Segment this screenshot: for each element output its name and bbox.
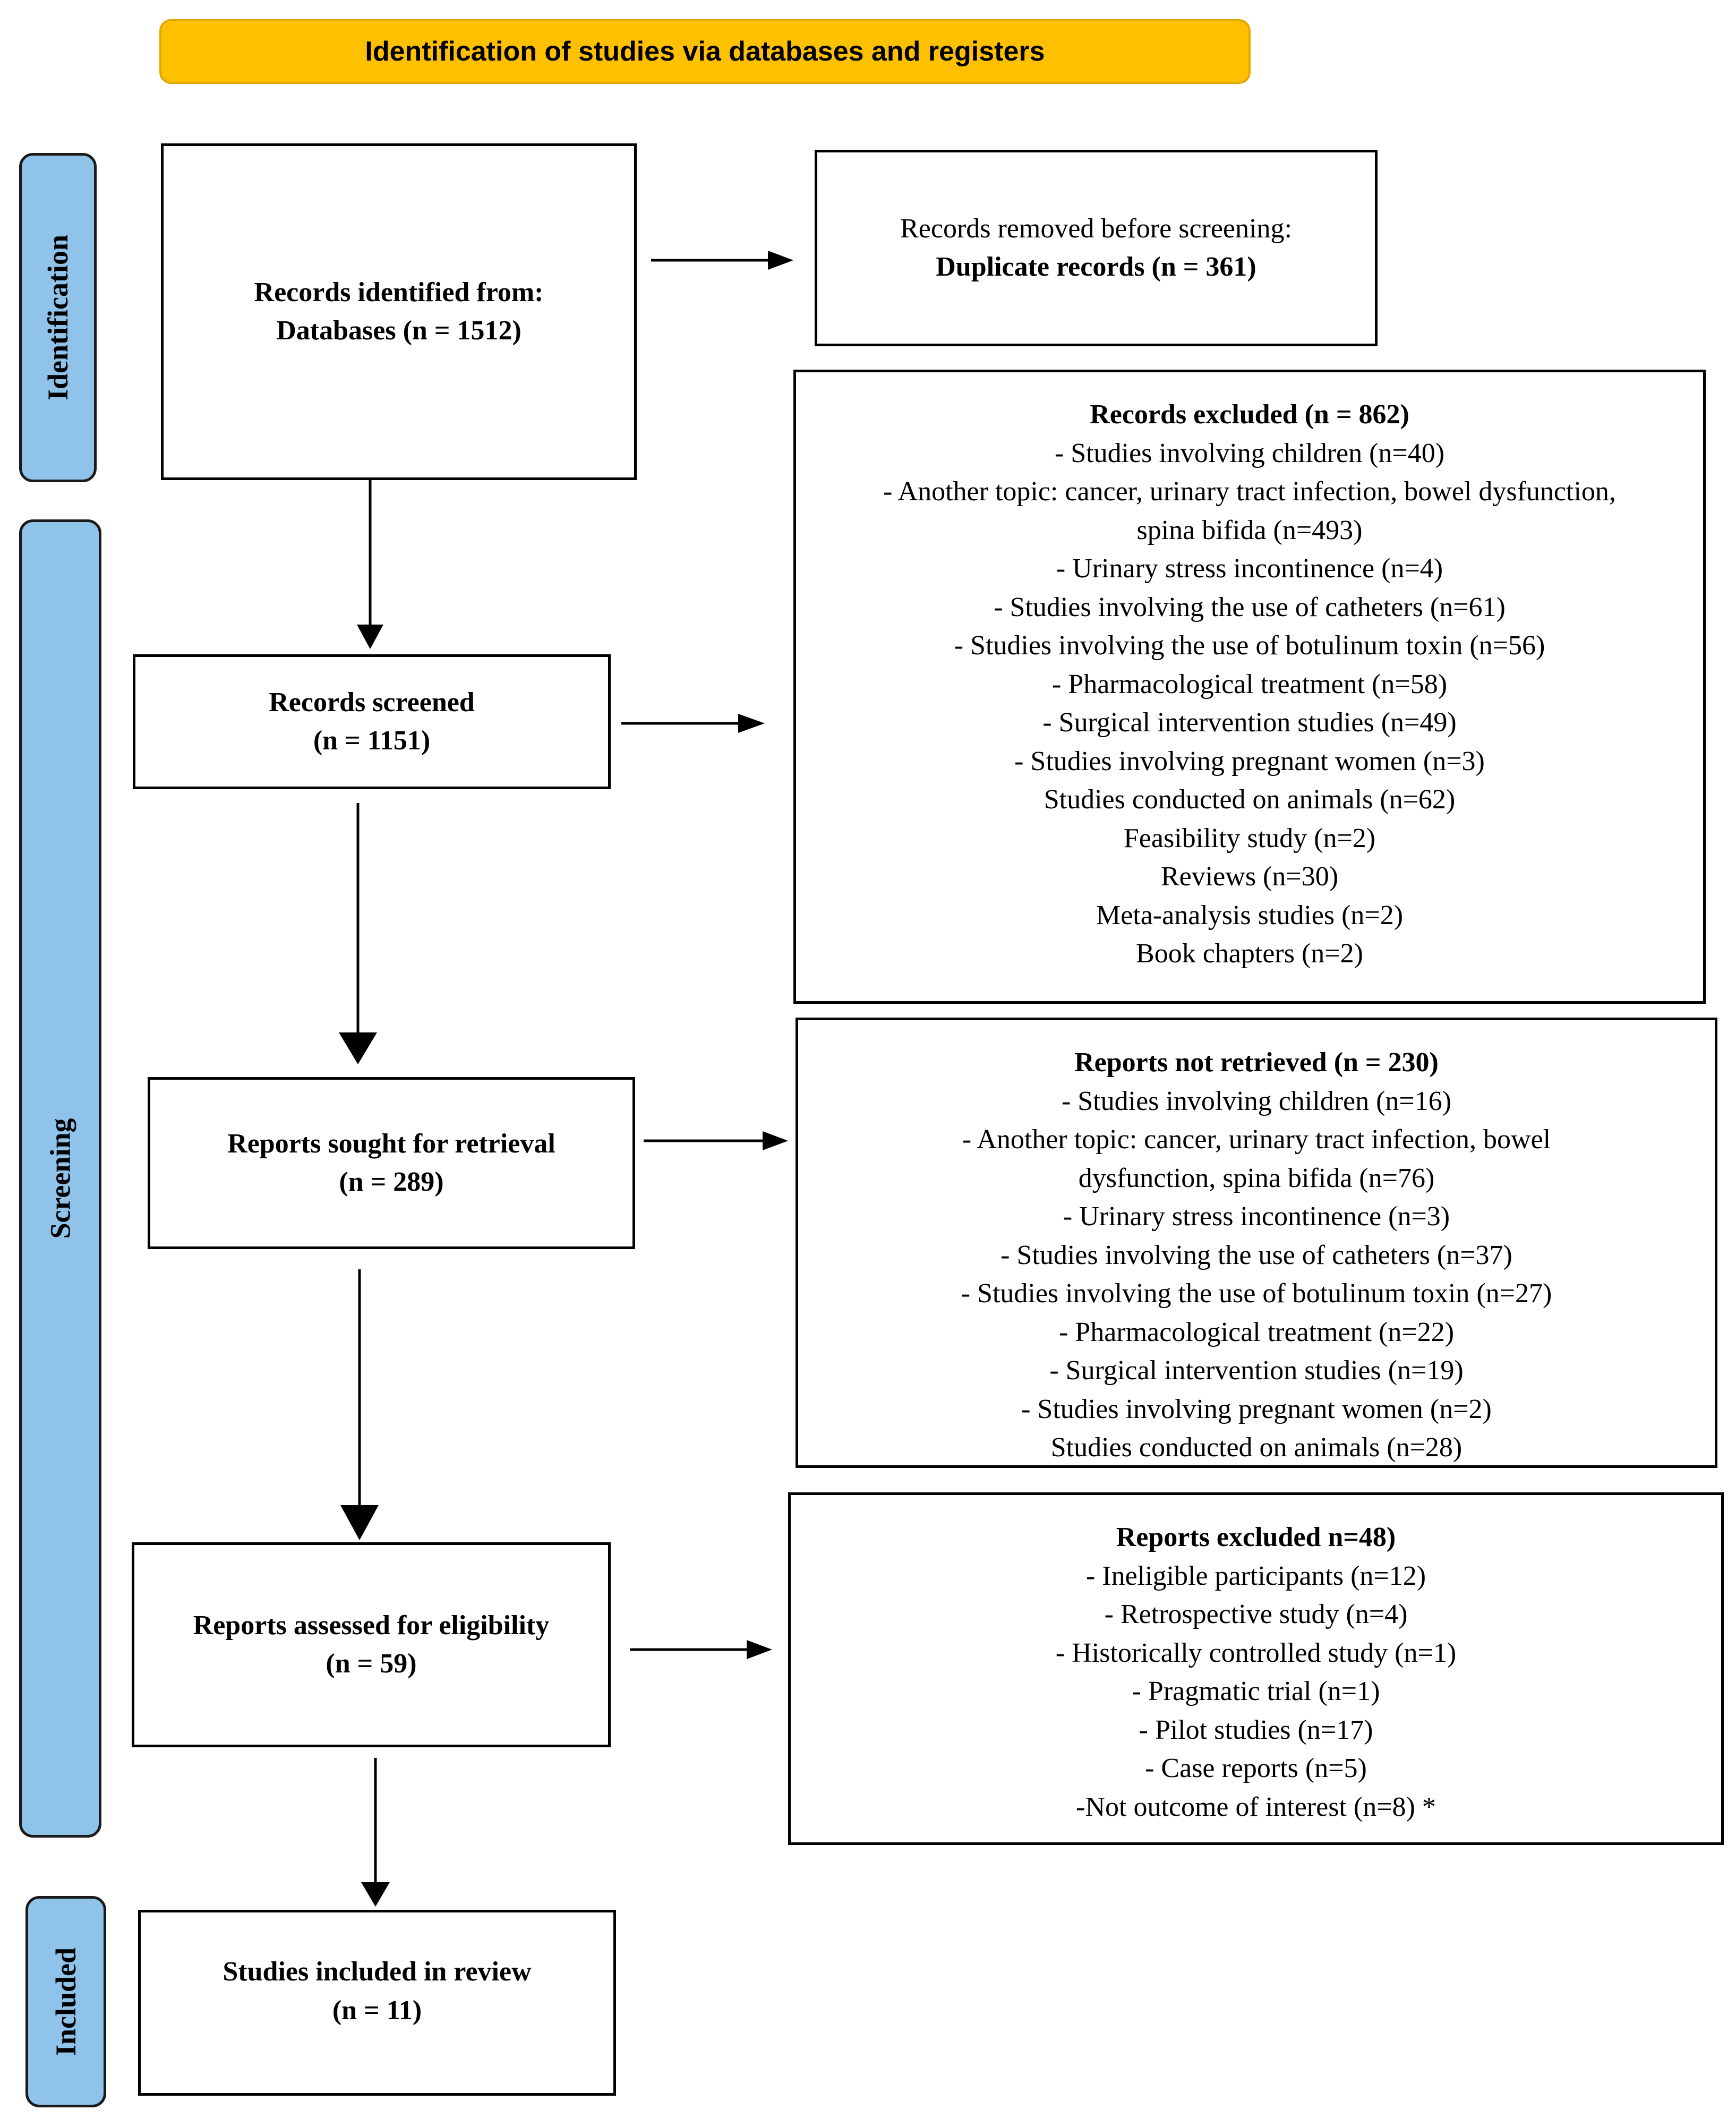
header-banner: Identification of studies via databases …	[159, 19, 1251, 84]
arrowhead	[357, 625, 383, 649]
records-identified-detail: Databases (n = 1512)	[276, 315, 521, 346]
records-excluded-box: Records excluded (n = 862) - Studies inv…	[793, 370, 1706, 1004]
reports-excluded-title: Reports excluded n=48)	[1116, 1522, 1396, 1552]
records-removed-detail: Duplicate records (n = 361)	[936, 252, 1256, 282]
records-screened-count: (n = 1151)	[313, 725, 431, 756]
reports-sought-count: (n = 289)	[339, 1167, 444, 1197]
reports-excluded-item: - Ineligible participants (n=12)	[1085, 1560, 1426, 1591]
arrowhead	[361, 1882, 390, 1907]
phase-included: Included	[25, 1896, 106, 2107]
reports-excluded-item: - Pilot studies (n=17)	[1139, 1714, 1373, 1745]
header-title: Identification of studies via databases …	[365, 36, 1045, 67]
arrowhead	[340, 1505, 379, 1540]
records-excluded-item: Reviews (n=30)	[1160, 861, 1339, 892]
reports-not-retrieved-item: - Urinary stress incontinence (n=3)	[1063, 1201, 1450, 1232]
records-excluded-item: Feasibility study (n=2)	[1123, 823, 1376, 853]
records-excluded-item: - Studies involving pregnant women (n=3)	[1014, 746, 1485, 776]
records-identified-box: Records identified from: Databases (n = …	[161, 143, 637, 480]
reports-assessed-box: Reports assessed for eligibility (n = 59…	[132, 1542, 611, 1747]
records-excluded-title: Records excluded (n = 862)	[1090, 399, 1409, 430]
records-removed-box: Records removed before screening: Duplic…	[815, 150, 1378, 346]
reports-not-retrieved-item: - Studies involving pregnant women (n=2)	[1021, 1394, 1492, 1424]
reports-sought-title: Reports sought for retrieval	[227, 1128, 555, 1159]
reports-not-retrieved-item: - Another topic: cancer, urinary tract i…	[962, 1124, 1551, 1155]
reports-not-retrieved-item: Studies conducted on animals (n=28)	[1050, 1432, 1463, 1463]
arrowhead	[738, 714, 765, 733]
reports-excluded-item: -Not outcome of interest (n=8) *	[1076, 1791, 1436, 1822]
reports-excluded-box: Reports excluded n=48) - Ineligible part…	[788, 1492, 1724, 1845]
reports-excluded-item: - Pragmatic trial (n=1)	[1132, 1676, 1380, 1706]
reports-not-retrieved-item: - Studies involving the use of botulinum…	[961, 1278, 1552, 1309]
records-removed-title: Records removed before screening:	[900, 213, 1292, 244]
records-excluded-item: Book chapters (n=2)	[1136, 938, 1363, 969]
arrowhead	[768, 251, 793, 270]
records-excluded-item: - Urinary stress incontinence (n=4)	[1056, 553, 1443, 584]
records-screened-box: Records screened (n = 1151)	[133, 654, 611, 789]
reports-not-retrieved-item: - Studies involving the use of catheters…	[1000, 1240, 1512, 1270]
records-excluded-item: - Studies involving the use of botulinum…	[954, 630, 1545, 661]
reports-not-retrieved-item: - Pharmacological treatment (n=22)	[1058, 1317, 1455, 1347]
records-excluded-item: Studies conducted on animals (n=62)	[1044, 784, 1456, 815]
records-screened-title: Records screened	[269, 687, 475, 718]
arrowhead	[763, 1131, 788, 1150]
arrowhead	[339, 1032, 377, 1064]
records-excluded-item: - Pharmacological treatment (n=58)	[1051, 669, 1448, 699]
records-excluded-item: Meta-analysis studies (n=2)	[1096, 900, 1404, 930]
reports-sought-box: Reports sought for retrieval (n = 289)	[148, 1077, 635, 1249]
arrowhead	[747, 1640, 772, 1659]
reports-not-retrieved-item: - Surgical intervention studies (n=19)	[1049, 1355, 1464, 1386]
records-excluded-item: - Surgical intervention studies (n=49)	[1042, 707, 1457, 738]
reports-assessed-title: Reports assessed for eligibility	[193, 1610, 550, 1641]
reports-not-retrieved-box: Reports not retrieved (n = 230) - Studie…	[796, 1018, 1717, 1468]
records-excluded-item: spina bifida (n=493)	[1136, 515, 1363, 545]
records-excluded-item: - Another topic: cancer, urinary tract i…	[883, 476, 1616, 507]
reports-excluded-item: - Historically controlled study (n=1)	[1055, 1637, 1457, 1668]
reports-not-retrieved-item: dysfunction, spina bifida (n=76)	[1078, 1163, 1435, 1193]
phase-screening: Screening	[19, 519, 101, 1838]
records-excluded-item: - Studies involving children (n=40)	[1054, 438, 1445, 468]
studies-included-box: Studies included in review (n = 11)	[138, 1910, 616, 2096]
studies-included-title: Studies included in review	[223, 1957, 532, 1987]
reports-not-retrieved-title: Reports not retrieved (n = 230)	[1074, 1047, 1439, 1078]
records-identified-title: Records identified from:	[254, 277, 544, 308]
reports-not-retrieved-item: - Studies involving children (n=16)	[1061, 1086, 1452, 1116]
reports-excluded-item: - Retrospective study (n=4)	[1104, 1599, 1408, 1629]
studies-included-count: (n = 11)	[332, 1995, 422, 2026]
reports-excluded-item: - Case reports (n=5)	[1145, 1753, 1367, 1783]
phase-identification: Identification	[19, 153, 97, 482]
reports-assessed-count: (n = 59)	[326, 1649, 417, 1679]
records-excluded-item: - Studies involving the use of catheters…	[994, 592, 1506, 622]
